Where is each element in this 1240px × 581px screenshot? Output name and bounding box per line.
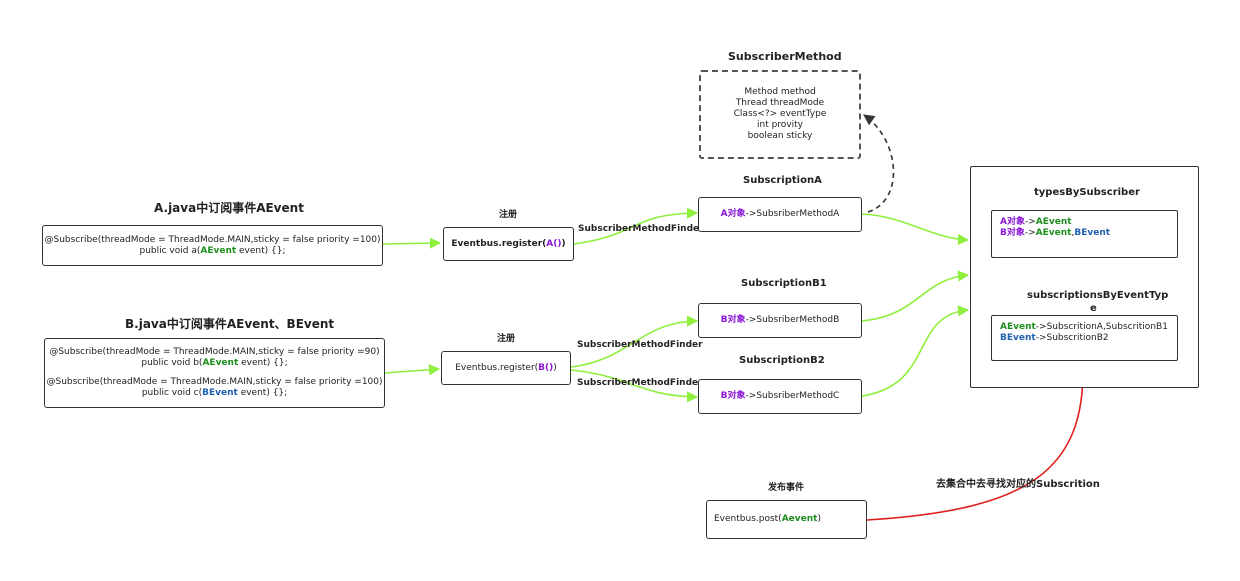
subscriptions-row-2: BEvent->SubscritionB2	[1000, 333, 1109, 343]
subscription-a-content: A对象->SubsriberMethodA	[720, 209, 840, 219]
finder-label-b1: SubscriberMethodFinder	[577, 340, 703, 350]
b-method-line-1: public void b(AEvent event) {};	[141, 358, 288, 368]
subscription-a-box: A对象->SubsriberMethodA	[698, 197, 862, 232]
subscription-b2-content: B对象->SubsriberMethodC	[720, 391, 840, 401]
types-by-subscriber-box: A对象->AEvent B对象->AEvent,BEvent	[991, 210, 1178, 258]
types-row2-event-a: AEvent	[1035, 228, 1072, 238]
b-annotation-line-2: @Subscribe(threadMode = ThreadMode.MAIN,…	[46, 377, 383, 387]
subscriber-method-box: Method method Thread threadMode Class<?>…	[699, 70, 861, 159]
subscription-b2-box: B对象->SubsriberMethodC	[698, 379, 862, 414]
post-event-box: Eventbus.post(Aevent)	[706, 500, 867, 539]
types-row2-object: B对象	[1000, 228, 1025, 238]
b-method-line-2: public void c(BEvent event) {};	[141, 388, 288, 398]
b-event-a-name: AEvent	[202, 358, 239, 368]
arrow-register-a-to-subscription-a	[573, 207, 699, 245]
subscriber-method-field: Method method	[744, 87, 816, 97]
lookup-subscription-label: 去集合中去寻找对应的Subscrition	[936, 479, 1100, 490]
register-b-label: 注册	[497, 334, 516, 344]
subscription-b1-object: B对象	[720, 315, 746, 325]
register-b-arg: B()	[538, 362, 554, 373]
subscriber-method-field: int provity	[757, 120, 803, 130]
a-method-line: public void a(AEvent event) {};	[139, 245, 286, 256]
register-b-call: Eventbus.register(B())	[455, 362, 557, 373]
subscriber-method-field: Class<?> eventType	[733, 109, 827, 119]
subscription-a-object: A对象	[720, 209, 746, 219]
subscriber-method-title: SubscriberMethod	[728, 50, 842, 63]
types-by-subscriber-title: typesBySubscriber	[1034, 187, 1140, 198]
types-by-subscriber-row-2: B对象->AEvent,BEvent	[1000, 228, 1111, 238]
post-event-arg: Aevent	[781, 514, 818, 524]
subscription-b2-title: SubscriptionB2	[739, 355, 825, 366]
subscriptions-row2-event: BEvent	[1000, 333, 1036, 343]
subscriber-method-field: boolean sticky	[747, 131, 813, 141]
b-event-b-name: BEvent	[202, 388, 238, 398]
arrow-subscription-b1-to-maps	[861, 270, 970, 322]
arrow-subscription-a-to-maps	[861, 213, 970, 246]
register-a-call: Eventbus.register(A())	[451, 238, 566, 249]
arrow-post-to-subscriptions-by-event-type	[866, 363, 1089, 521]
b-section-title: B.java中订阅事件AEvent、BEvent	[125, 317, 335, 331]
post-event-label: 发布事件	[768, 483, 805, 493]
subscriptions-row-1: AEvent->SubscritionA,SubscritionB1	[1000, 322, 1168, 332]
types-row2-event-b: BEvent	[1074, 228, 1111, 238]
register-a-box: Eventbus.register(A())	[443, 227, 574, 261]
subscription-a-title: SubscriptionA	[743, 175, 822, 186]
a-event-name: AEvent	[200, 245, 237, 256]
b-annotation-line-1: @Subscribe(threadMode = ThreadMode.MAIN,…	[49, 347, 380, 357]
subscriptions-by-event-type-title: subscriptionsByEventTyp	[1027, 290, 1169, 301]
subscriber-method-field: Thread threadMode	[735, 98, 825, 108]
a-subscribe-code-box: @Subscribe(threadMode = ThreadMode.MAIN,…	[42, 225, 383, 266]
subscriptions-row1-event: AEvent	[1000, 322, 1036, 332]
arrow-register-b-to-subscription-b1	[570, 315, 699, 368]
arrow-b-code-to-register	[384, 364, 441, 376]
post-event-call: Eventbus.post(Aevent)	[714, 514, 821, 524]
arrow-subscription-b2-to-maps	[861, 305, 970, 397]
finder-label-a: SubscriberMethodFinder	[578, 224, 704, 234]
subscription-b1-content: B对象->SubsriberMethodB	[720, 315, 840, 325]
types-row1-event: AEvent	[1035, 217, 1072, 227]
types-row1-object: A对象	[1000, 217, 1025, 227]
types-by-subscriber-row-1: A对象->AEvent	[1000, 217, 1072, 227]
arrow-subscription-a-to-subscriber-method	[863, 114, 895, 213]
subscriptions-by-event-type-box: AEvent->SubscritionA,SubscritionB1 BEven…	[991, 315, 1178, 361]
subscription-b2-object: B对象	[720, 391, 746, 401]
a-annotation-line: @Subscribe(threadMode = ThreadMode.MAIN,…	[44, 234, 381, 245]
register-a-arg: A()	[546, 238, 562, 249]
subscriptions-by-event-type-title-wrap: e	[1090, 303, 1097, 314]
register-b-box: Eventbus.register(B())	[441, 351, 571, 385]
finder-label-b2: SubscriberMethodFinder	[577, 378, 703, 388]
a-section-title: A.java中订阅事件AEvent	[154, 201, 304, 215]
register-a-label: 注册	[499, 210, 518, 220]
arrow-register-b-to-subscription-b2	[570, 369, 699, 403]
subscription-b1-box: B对象->SubsriberMethodB	[698, 303, 862, 338]
arrow-a-code-to-register	[382, 237, 442, 249]
b-subscribe-code-box: @Subscribe(threadMode = ThreadMode.MAIN,…	[44, 338, 385, 408]
subscription-b1-title: SubscriptionB1	[741, 278, 827, 289]
